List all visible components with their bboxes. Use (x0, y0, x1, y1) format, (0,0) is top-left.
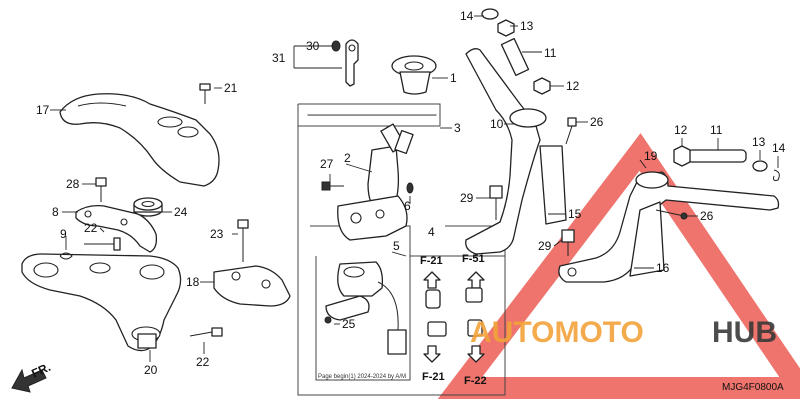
callout-24: 24 (174, 205, 188, 219)
front-direction-arrow (11, 368, 47, 393)
callout-12b: 12 (674, 123, 688, 137)
ref-code-f22: F-22 (464, 375, 487, 387)
callout-15: 15 (568, 207, 582, 221)
ref-arrows (423, 271, 485, 363)
callout-5: 5 (393, 239, 400, 253)
screw-part-27 (321, 181, 344, 191)
ignition-cylinder-part (337, 123, 414, 241)
reference-codes: F-21 F-51 F-21 F-22 (420, 253, 487, 387)
nut-part-12 (533, 77, 551, 95)
nut-part-12b (673, 145, 691, 167)
callout-19: 19 (644, 149, 658, 163)
callout-9: 9 (60, 227, 67, 241)
callout-18: 18 (186, 275, 200, 289)
callout-21: 21 (224, 81, 238, 95)
callout-11b: 11 (710, 123, 723, 137)
callout-10: 10 (490, 117, 504, 131)
watermark-secondary: HUB (712, 316, 777, 349)
ref-code-f51: F-51 (462, 253, 485, 265)
upper-bracket-part (75, 204, 158, 253)
bolt-part-29a (489, 185, 503, 220)
end-weight-part-11 (500, 37, 530, 77)
left-handlebar-part (465, 48, 567, 255)
leader-lines (50, 15, 779, 362)
callout-26b: 26 (700, 209, 714, 223)
bolt-part-22b (189, 327, 223, 337)
callout-25: 25 (342, 317, 356, 331)
callout-3: 3 (454, 121, 461, 135)
cap-part-13b (752, 160, 768, 172)
right-handlebar-part (558, 171, 780, 283)
nut-part-24 (133, 197, 163, 217)
pin-part-6 (406, 182, 414, 194)
callout-6: 6 (404, 199, 411, 213)
front-label: FR. (29, 360, 52, 381)
callout-14b: 14 (772, 141, 786, 155)
top-cover-part (59, 93, 220, 187)
ignition-bracket-part (213, 265, 291, 307)
callout-8: 8 (52, 205, 59, 219)
callout-26a: 26 (590, 115, 604, 129)
callout-14: 14 (460, 9, 474, 23)
callout-22a: 22 (84, 221, 98, 235)
key-cover-part (391, 55, 437, 95)
callout-22b: 22 (196, 355, 210, 369)
ref-code-f21-bottom: F-21 (422, 371, 445, 383)
callout-27: 27 (320, 157, 334, 171)
bolt-part-22a (84, 237, 121, 251)
callout-1: 1 (450, 71, 457, 85)
callout-29a: 29 (460, 191, 474, 205)
callout-30: 30 (306, 39, 320, 53)
bolt-part-26a (565, 117, 577, 145)
callout-12: 12 (566, 79, 580, 93)
clip-part-14b (773, 169, 780, 181)
lower-triple-clamp-part (21, 253, 182, 352)
callout-29b: 29 (538, 239, 552, 253)
callout-17: 17 (36, 103, 50, 117)
bolt-part-21 (199, 83, 211, 104)
inner-switch-box (315, 256, 411, 381)
ignition-switch-part (324, 261, 407, 355)
callout-20: 20 (144, 363, 158, 377)
watermark-triangle (437, 133, 800, 399)
key-part (345, 39, 359, 87)
callout-labels: 1 2 3 4 5 6 8 9 10 11 12 13 14 15 16 17 … (36, 9, 786, 377)
callout-13b: 13 (752, 135, 766, 149)
ref-code-f21-top: F-21 (420, 255, 443, 267)
bolt-part-29b (561, 229, 575, 256)
watermark-logo: AUTOMOTO HUB (470, 316, 777, 349)
catalog-code: MJG4F0800A (722, 382, 784, 393)
callout-11: 11 (544, 46, 557, 60)
cap-part-14 (481, 8, 499, 20)
bolt-part-28 (95, 177, 107, 202)
callout-2: 2 (344, 151, 351, 165)
footer-note: Page begin(1) 2024-2024 by A/M (318, 374, 406, 380)
callout-4: 4 (428, 225, 435, 239)
callout-28: 28 (66, 177, 80, 191)
callout-23: 23 (210, 227, 224, 241)
clip-part-9 (59, 252, 73, 260)
callout-13: 13 (520, 19, 534, 33)
bolt-part-23 (237, 219, 249, 262)
end-weight-part-11b (687, 149, 747, 163)
nut-part-13 (497, 19, 515, 37)
watermark-primary: AUTOMOTO (470, 316, 644, 349)
callout-31: 31 (272, 51, 286, 65)
callout-16: 16 (656, 261, 670, 275)
